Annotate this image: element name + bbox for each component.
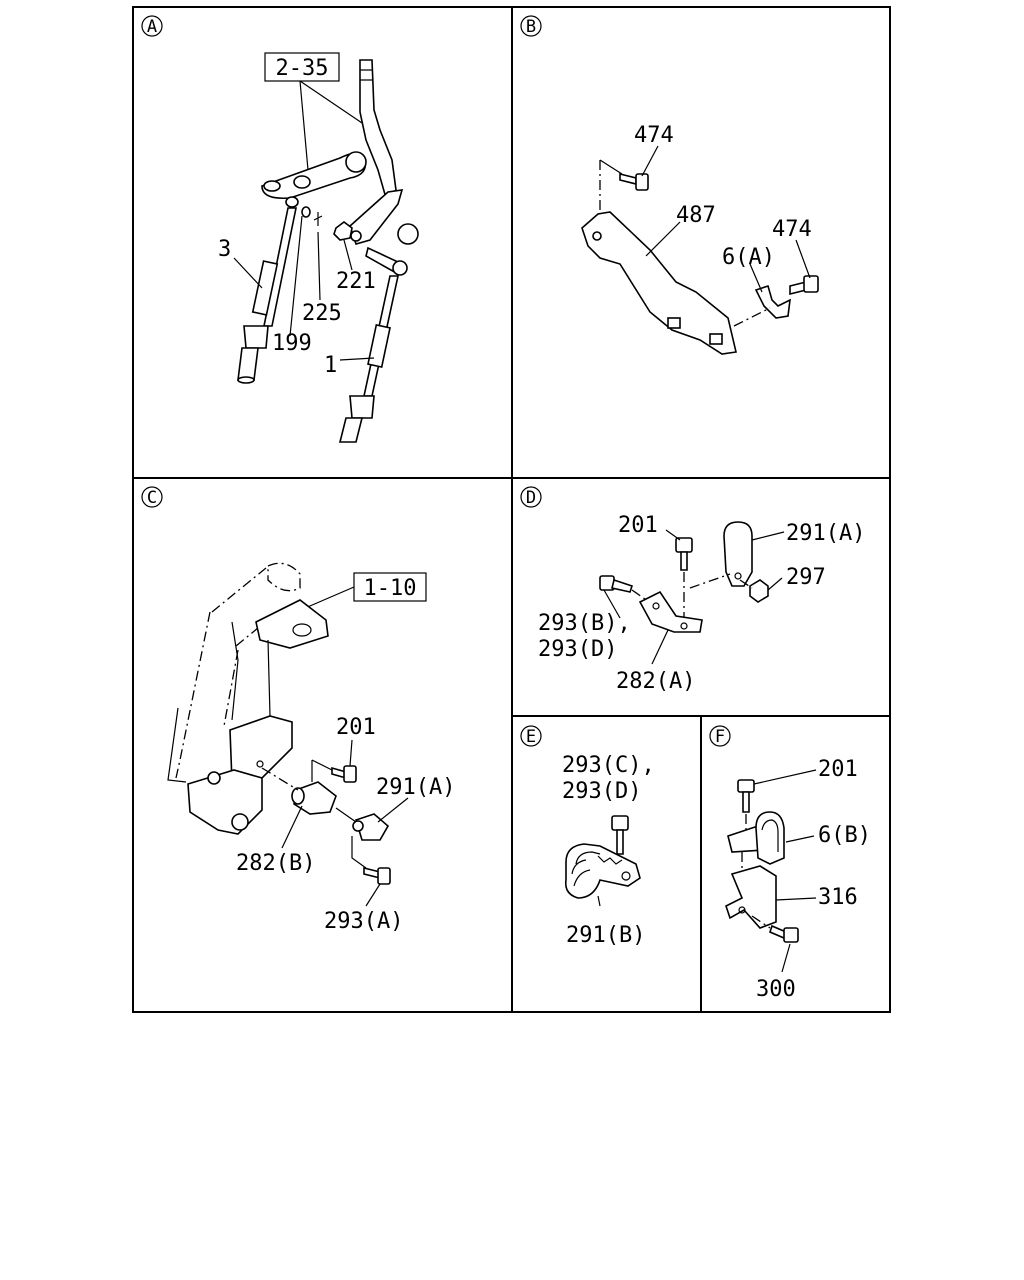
panel-d-letter: D (526, 488, 536, 508)
panel-c-marker: C (141, 486, 163, 508)
panel-d-label-293b: 293(B), (538, 611, 631, 636)
panel-a-label-3: 3 (218, 237, 231, 262)
panel-d-label-291a: 291(A) (786, 521, 865, 546)
panel-e-label-293c: 293(C), (562, 753, 655, 778)
panel-b-label-487: 487 (676, 203, 716, 228)
panel-a-label-1: 1 (324, 353, 337, 378)
panel-e-label-293d: 293(D) (562, 779, 641, 804)
panel-f-marker: F (709, 725, 731, 747)
panel-c-label-291a: 291(A) (376, 775, 455, 800)
panel-b-letter: B (526, 17, 536, 37)
panel-d-label-293d: 293(D) (538, 637, 617, 662)
panel-frames (132, 6, 891, 1013)
panel-a-ref-box: 2-35 (276, 56, 329, 81)
panel-e-drawing: 293(C), 293(D) 291(B) (562, 753, 655, 948)
panel-d-marker: D (520, 486, 542, 508)
panel-e-letter: E (526, 727, 536, 747)
panel-a-marker: A (141, 15, 163, 37)
panel-c-label-201: 201 (336, 715, 376, 740)
panel-b-label-6a: 6(A) (722, 245, 775, 270)
panel-d-label-282a: 282(A) (616, 669, 695, 694)
panel-f-label-316: 316 (818, 885, 858, 910)
panel-e-label-291b: 291(B) (566, 923, 645, 948)
panel-c-ref-box: 1-10 (364, 576, 417, 601)
panel-c-label-282b: 282(B) (236, 851, 315, 876)
panel-b-marker: B (520, 15, 542, 37)
panel-f-drawing: 201 6(B) 316 300 (725, 757, 871, 1002)
panel-f-label-201: 201 (818, 757, 858, 782)
panel-b-drawing: 474 487 474 6(A) (581, 123, 819, 355)
panel-c-drawing: 1-10 (167, 562, 455, 934)
panel-f-label-6b: 6(B) (818, 823, 871, 848)
panel-d-label-201: 201 (618, 513, 658, 538)
panel-a-label-221: 221 (336, 269, 376, 294)
panel-b-label-474-top: 474 (634, 123, 674, 148)
panel-a-drawing: 2-35 (218, 52, 419, 443)
panel-d-drawing: 201 291(A) 297 293(B), 293(D) 282(A) (538, 513, 865, 694)
panel-f-label-300: 300 (756, 977, 796, 1002)
panel-d-label-297: 297 (786, 565, 826, 590)
panel-f-letter: F (715, 727, 725, 747)
panel-a-label-225: 225 (302, 301, 342, 326)
panel-c-letter: C (147, 488, 157, 508)
panel-b-label-474-right: 474 (772, 217, 812, 242)
panel-a-letter: A (147, 17, 157, 37)
panel-e-marker: E (520, 725, 542, 747)
panel-a-label-199: 199 (272, 331, 312, 356)
panel-c-label-293a: 293(A) (324, 909, 403, 934)
